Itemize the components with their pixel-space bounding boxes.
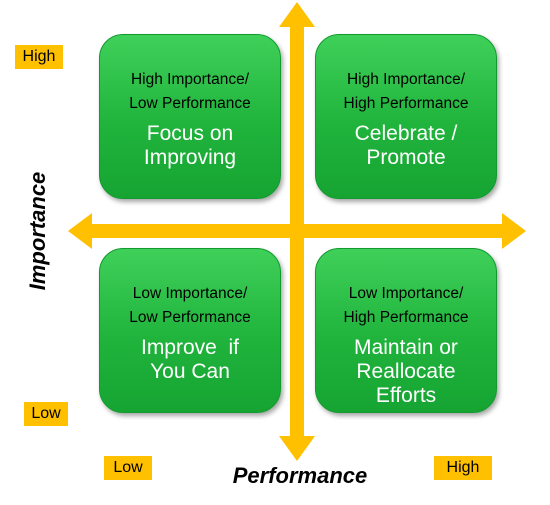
quadrant-importance-label: High Importance/	[346, 71, 466, 88]
quadrant-action: Maintain or Reallocate Efforts	[316, 336, 496, 408]
quadrant-action: Focus on Improving	[100, 122, 280, 170]
quadrant-action: Celebrate / Promote	[316, 122, 496, 170]
performance-low-label: Low	[104, 456, 152, 480]
quadrant-performance-label: Low Performance	[129, 309, 251, 326]
quadrant-importance-label: Low Importance/	[132, 285, 248, 302]
vertical-axis-arrow	[279, 2, 315, 461]
quadrant-action-line: Improving	[143, 146, 237, 169]
quadrant-action-line: Improve if	[140, 336, 240, 359]
quadrant-action-line: Efforts	[375, 384, 437, 407]
quadrant-action-line: Celebrate /	[354, 122, 458, 145]
quadrant-performance-label: Low Performance	[129, 95, 251, 112]
importance-axis-title: Importance	[25, 171, 50, 291]
quadrant-high-importance-low-performance: High Importance/ Low Performance Focus o…	[99, 34, 281, 199]
quadrant-importance-label: High Importance/	[130, 71, 250, 88]
importance-high-label: High	[15, 45, 63, 69]
quadrant-low-importance-high-performance: Low Importance/ High Performance Maintai…	[315, 248, 497, 413]
quadrant-action-line: Promote	[366, 146, 446, 169]
quadrant-performance-label: High Performance	[343, 309, 469, 326]
performance-high-label: High	[434, 456, 492, 480]
quadrant-action-line: Reallocate	[356, 360, 456, 383]
quadrant-action-line: Maintain or	[354, 336, 458, 359]
quadrant-action: Improve if You Can	[100, 336, 280, 384]
quadrant-high-importance-high-performance: High Importance/ High Performance Celebr…	[315, 34, 497, 199]
quadrant-importance-label: Low Importance/	[348, 285, 464, 302]
quadrant-action-line: Focus on	[146, 122, 234, 145]
quadrant-action-line: You Can	[150, 360, 230, 383]
performance-axis-title: Performance	[232, 463, 368, 488]
importance-low-label: Low	[24, 402, 68, 426]
quadrant-performance-label: High Performance	[343, 95, 469, 112]
quadrant-low-importance-low-performance: Low Importance/ Low Performance Improve …	[99, 248, 281, 413]
